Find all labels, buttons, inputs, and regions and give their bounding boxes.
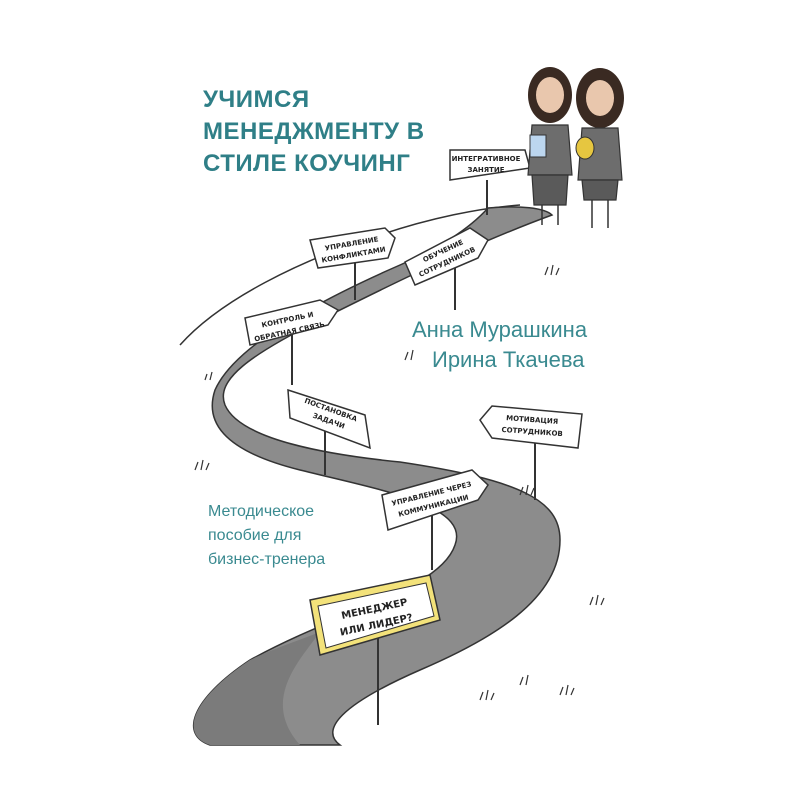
- title-line-2: МЕНЕДЖМЕНТУ В: [203, 118, 425, 145]
- author-2: Ирина Ткачева: [432, 347, 585, 372]
- subtitle-line-1: Методическое: [208, 503, 315, 520]
- person-right-face: [586, 80, 614, 116]
- subtitle-line-2: пособие для: [208, 527, 302, 544]
- sign-integrative-line1: ИНТЕГРАТИВНОЕ: [452, 155, 521, 163]
- sign-motivation-line1: МОТИВАЦИЯ: [506, 414, 558, 426]
- sign-control: КОНТРОЛЬ И ОБРАТНАЯ СВЯЗЬ: [244, 299, 340, 385]
- sign-integrative-line2: ЗАНЯТИЕ: [467, 166, 504, 174]
- sign-communications: УПРАВЛЕНИЕ ЧЕРЕЗ КОММУНИКАЦИИ: [381, 469, 489, 570]
- person-left-face: [536, 77, 564, 113]
- subtitle-line-3: бизнес-тренера: [208, 551, 326, 568]
- book-subtitle: Методическое пособие для бизнес-тренера: [208, 500, 325, 572]
- sign-conflicts: УПРАВЛЕНИЕ КОНФЛИКТАМИ: [309, 227, 396, 300]
- people-illustration: [527, 67, 624, 228]
- road-shadow: [193, 632, 320, 745]
- author-1: Анна Мурашкина: [412, 317, 588, 342]
- sign-motivation: МОТИВАЦИЯ СОТРУДНИКОВ: [479, 405, 583, 500]
- winding-road: [192, 206, 561, 746]
- book-title: УЧИМСЯ МЕНЕДЖМЕНТУ В СТИЛЕ КОУЧИНГ: [203, 84, 425, 180]
- grass-tufts: [194, 264, 605, 701]
- title-line-3: СТИЛЕ КОУЧИНГ: [203, 150, 411, 177]
- sign-training: ОБУЧЕНИЕ СОТРУДНИКОВ: [404, 227, 489, 310]
- title-line-1: УЧИМСЯ: [203, 86, 310, 113]
- authors: Анна Мурашкина Ирина Ткачева: [412, 315, 587, 375]
